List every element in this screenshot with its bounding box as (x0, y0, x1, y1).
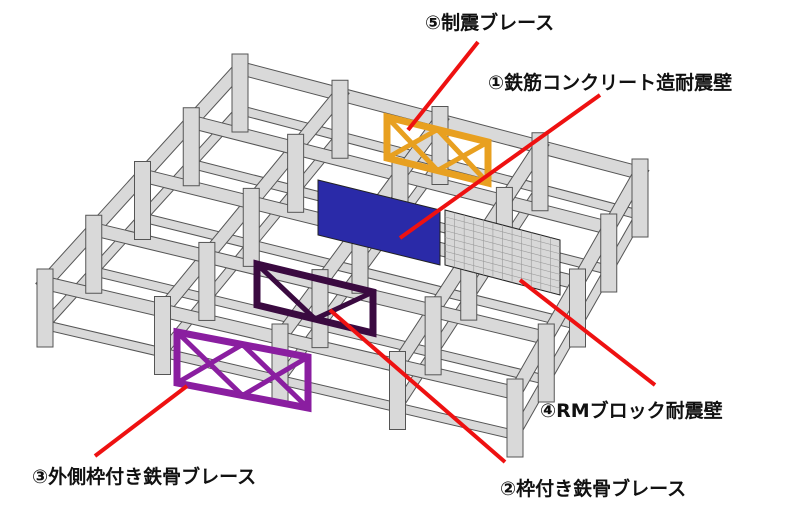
rc-shear-wall (317, 179, 441, 266)
damping-brace-diagonal (436, 139, 490, 173)
framed-steel-brace-diagonal (313, 289, 375, 322)
column (36, 268, 54, 348)
column (331, 79, 349, 159)
leader-line (518, 278, 657, 387)
rm-block-grid (444, 230, 561, 261)
column (231, 53, 249, 133)
column (287, 133, 305, 213)
leader-line (398, 93, 602, 240)
leader-line (93, 384, 189, 458)
column (531, 132, 549, 212)
leader-line (406, 40, 480, 132)
rm-block-grid (444, 257, 561, 289)
column (242, 187, 260, 267)
column (85, 214, 103, 294)
column (537, 323, 555, 403)
rm-block-grid (444, 216, 561, 248)
column (134, 161, 151, 240)
leader-line (328, 308, 507, 464)
rm-block-grid (444, 223, 561, 255)
label-outer-framed-steel-brace: ③外側枠付き鉄骨ブレース (32, 466, 257, 488)
column (600, 213, 618, 293)
label-damping-brace: ⑤制震ブレース (425, 12, 555, 34)
column (631, 158, 649, 238)
rm-block-grid (444, 237, 561, 268)
column (198, 241, 216, 321)
label-framed-steel-brace: ②枠付き鉄骨ブレース (500, 478, 687, 500)
outer-framed-steel-brace-diagonal (175, 330, 245, 398)
label-rc-wall: ①鉄筋コンクリート造耐震壁 (488, 72, 733, 94)
rm-block-grid (444, 250, 561, 282)
column (271, 323, 289, 403)
damping-brace-diagonal (385, 115, 440, 173)
column (506, 378, 524, 458)
column (569, 268, 586, 348)
rm-block-grid (444, 244, 561, 275)
column (182, 107, 200, 187)
column (311, 269, 329, 349)
framed-steel-brace (253, 259, 377, 338)
column (424, 296, 442, 376)
outer-framed-steel-brace-diagonal (241, 354, 310, 398)
label-rm-block-wall: ④RMブロック耐震壁 (540, 400, 723, 422)
framed-steel-brace-diagonal (255, 262, 317, 321)
column (154, 296, 171, 375)
